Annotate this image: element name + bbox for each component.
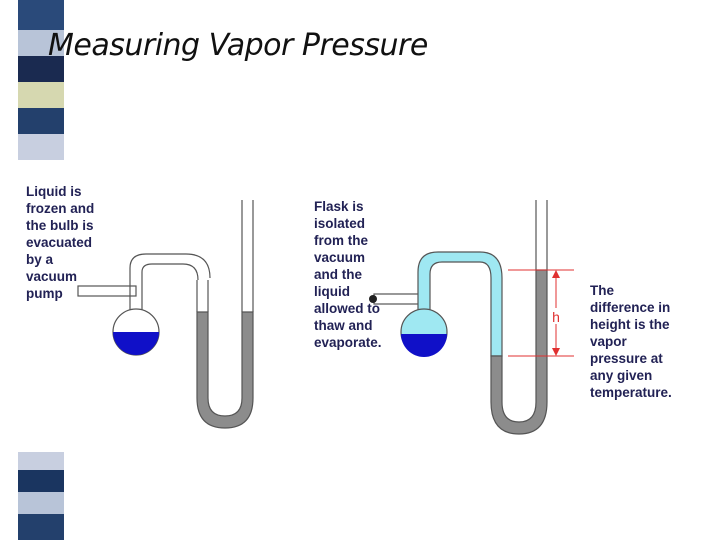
- label-line: allowed to: [314, 301, 381, 316]
- label-line: vacuum: [26, 269, 78, 284]
- label-line: by a: [26, 252, 54, 267]
- label-line: the bulb is: [26, 218, 94, 233]
- label-line: isolated: [314, 216, 366, 231]
- height-marker-label: h: [552, 309, 560, 325]
- label-line: temperature.: [590, 385, 672, 400]
- left-mercury-column: [196, 311, 254, 429]
- left-neck-inner: [141, 263, 168, 310]
- height-arrow-head-up: [552, 270, 560, 278]
- diagram-panel: h Liquid is frozen and the bulb is evacu…: [18, 160, 700, 452]
- label-line: any given: [590, 368, 653, 383]
- h-label-bg: [549, 308, 563, 324]
- label-line: from the: [314, 233, 368, 248]
- left-arm-outer: [168, 253, 211, 279]
- stopcock: [369, 295, 377, 303]
- label-line: evaporate.: [314, 335, 382, 350]
- label-line: Flask is: [314, 199, 364, 214]
- label-line: pressure at: [590, 351, 663, 366]
- vapor-pressure-diagram: h: [77, 200, 574, 435]
- decorative-stripe-bar: [18, 0, 64, 540]
- label-line: liquid: [314, 284, 350, 299]
- label-line: difference in: [590, 300, 671, 315]
- right-liquid: [401, 334, 447, 357]
- label-line: and the: [314, 267, 363, 282]
- label-line: evacuated: [26, 235, 93, 250]
- page-title: Measuring Vapor Pressure: [48, 28, 428, 63]
- label-line: vacuum: [314, 250, 366, 265]
- left-arm-inner: [168, 263, 199, 281]
- label-line: thaw and: [314, 318, 373, 333]
- label-line: height is the: [590, 317, 670, 332]
- height-arrow-head-down: [552, 348, 560, 356]
- left-frozen-liquid: [113, 332, 159, 355]
- pump-tube: [77, 285, 137, 297]
- label-line: Liquid is: [26, 184, 82, 199]
- label-line: pump: [26, 286, 63, 301]
- right-description: The difference in height is the vapor pr…: [590, 282, 672, 401]
- label-line: frozen and: [26, 201, 95, 216]
- left-neck-outer: [129, 253, 168, 310]
- left-description: Liquid is frozen and the bulb is evacuat…: [26, 183, 94, 302]
- label-line: The: [590, 283, 615, 298]
- label-line: vapor: [590, 334, 627, 349]
- middle-description: Flask is isolated from the vacuum and th…: [314, 198, 382, 351]
